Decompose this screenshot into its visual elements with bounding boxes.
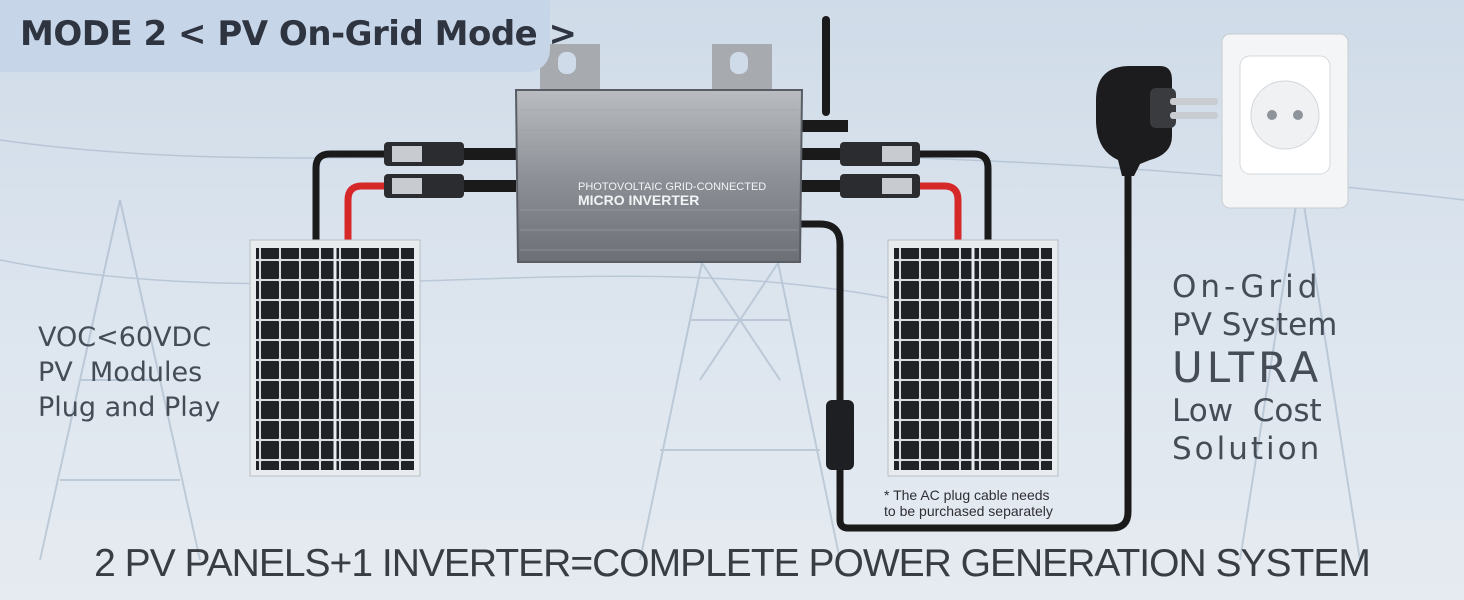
left-red-cable <box>344 182 388 246</box>
right-feature-list: On-Grid PV System ULTRA Low Cost Solutio… <box>1172 268 1372 468</box>
left-feature-voc: VOC<60VDC <box>38 322 212 353</box>
right-feature-low-cost: Low Cost <box>1172 393 1322 429</box>
left-feature-list: VOC<60VDC PV Modules Plug and Play <box>38 320 268 425</box>
note-line-1: * The AC plug cable needs <box>884 487 1050 503</box>
ac-plug-icon <box>1096 66 1218 176</box>
solar-panel-left <box>249 239 421 477</box>
dc-cables <box>312 150 1132 532</box>
right-black-cable <box>916 150 992 246</box>
ac-cable-to-inverter <box>796 166 1132 532</box>
left-feature-plug-play: Plug and Play <box>38 392 221 423</box>
right-feature-solution: Solution <box>1172 431 1323 467</box>
right-feature-pv-system: PV System <box>1172 307 1338 343</box>
micro-inverter: PHOTOVOLTAIC GRID-CONNECTED MICRO INVERT… <box>514 16 830 263</box>
right-red-cable <box>916 182 962 246</box>
note-line-2: to be purchased separately <box>884 503 1053 519</box>
wall-socket-icon <box>1221 33 1349 209</box>
solar-panel-right <box>887 239 1059 477</box>
transmission-towers <box>0 79 1464 561</box>
inverter-label-line2: MICRO INVERTER <box>578 192 699 208</box>
ac-cable-note: * The AC plug cable needs to be purchase… <box>884 487 1053 519</box>
left-feature-pv-modules: PV Modules <box>38 357 203 388</box>
mc4-connectors <box>384 120 920 470</box>
left-black-cable <box>312 150 388 246</box>
mode-badge: MODE 2 < PV On-Grid Mode > <box>0 0 577 72</box>
inverter-label-line1: PHOTOVOLTAIC GRID-CONNECTED <box>578 181 766 193</box>
right-feature-on-grid: On-Grid <box>1172 269 1322 305</box>
right-feature-ultra: ULTRA <box>1172 343 1323 392</box>
footer-tagline: 2 PV PANELS+1 INVERTER=COMPLETE POWER GE… <box>94 542 1371 585</box>
mode-badge-text: MODE 2 < PV On-Grid Mode > <box>20 14 577 54</box>
